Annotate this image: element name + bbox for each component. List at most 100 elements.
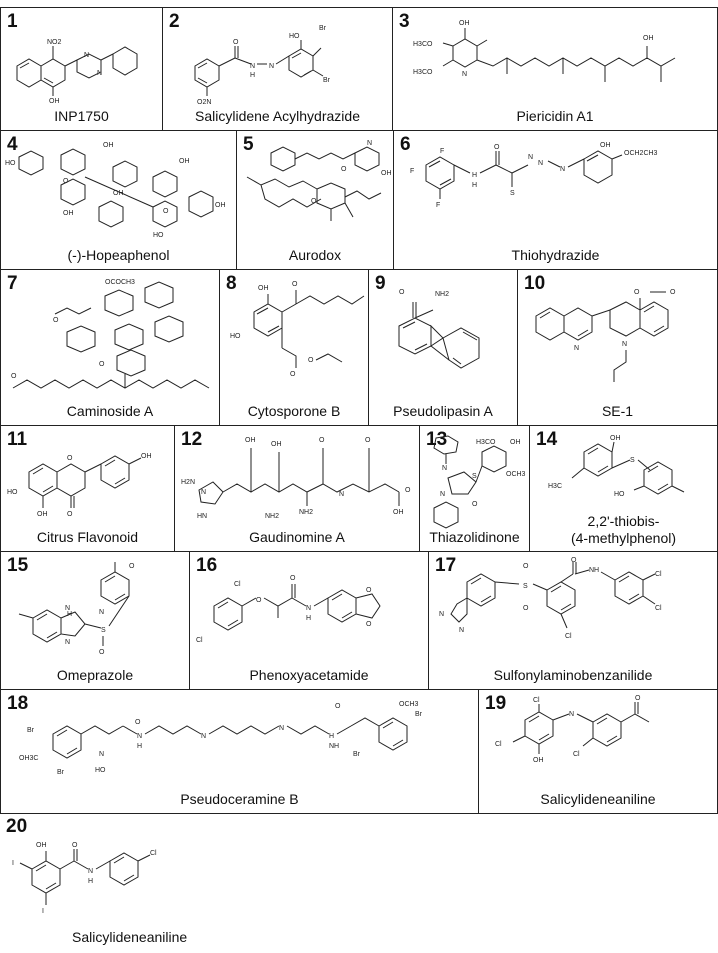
atom-label: N — [306, 605, 311, 612]
atom-label: N — [269, 63, 274, 70]
atom-label: N — [97, 70, 102, 77]
atom-label: Cl — [150, 850, 157, 857]
atom-label: O — [319, 437, 325, 444]
compound-number: 20 — [6, 816, 28, 837]
structure-2: O2N O N H N HO Br Br — [194, 25, 331, 106]
compound-name: Sulfonylaminobenzanilide — [493, 667, 653, 683]
atom-label: N — [201, 733, 206, 740]
atom-label: O — [634, 289, 640, 296]
atom-label: O — [233, 39, 239, 46]
atom-label: N — [201, 489, 206, 496]
atom-label: NH2 — [299, 509, 313, 516]
compound-name-line: 2,2'-thiobis- — [587, 513, 660, 529]
compound-panel-7: 7 OCOCH3 O O O Caminoside A — [0, 269, 220, 426]
atom-label: HO — [614, 491, 625, 498]
structure-20: OH I O N H Cl I — [12, 842, 157, 915]
atom-label: HO — [7, 489, 18, 496]
atom-label: OH — [459, 20, 470, 27]
compound-name: Pseudolipasin A — [393, 403, 493, 419]
atom-label: O — [99, 361, 105, 368]
structure-7: OCOCH3 O O O — [11, 279, 210, 389]
compound-name: Aurodox — [288, 247, 342, 263]
atom-label: N — [137, 733, 142, 740]
compound-number: 5 — [243, 134, 254, 155]
atom-label: O — [635, 695, 641, 702]
compound-name: Piericidin A1 — [516, 108, 594, 124]
atom-label: H — [329, 733, 334, 740]
structure-11: HO O OH O OH — [7, 453, 152, 518]
structure-17: O S O N N Cl O NH Cl Cl — [439, 557, 662, 640]
compound-name-line: (4-methylphenol) — [570, 530, 677, 546]
atom-label: N — [367, 140, 372, 147]
atom-label: NH2 — [435, 291, 449, 298]
atom-label: OH — [393, 509, 404, 516]
atom-label: N — [442, 465, 447, 472]
compound-number: 10 — [524, 273, 546, 294]
compound-panel-10: 10 O O N N SE-1 — [517, 269, 718, 426]
atom-label: O — [494, 144, 500, 151]
compound-number: 13 — [426, 429, 448, 450]
compound-name: (-)-Hopeaphenol — [67, 247, 170, 263]
atom-label: O — [335, 703, 341, 710]
compound-panel-14: 14 OH H3C S HO 2,2'-thiobis-(4-methylphe… — [529, 425, 718, 552]
atom-label: Cl — [573, 751, 580, 758]
structure-5: N O OH O — [246, 140, 392, 221]
atom-label: OH — [533, 757, 544, 764]
atom-label: OH — [610, 435, 621, 442]
atom-label: H3C — [548, 483, 562, 490]
compound-number: 18 — [7, 693, 29, 714]
atom-label: Br — [353, 751, 361, 758]
compound-name: Thiohydrazide — [511, 247, 600, 263]
atom-label: N — [462, 71, 467, 78]
compound-name: Gaudinomine A — [249, 529, 345, 545]
atom-label: H — [137, 743, 142, 750]
compound-number: 14 — [536, 429, 558, 450]
compound-panel-16: 16 Cl Cl O O N H O O Phenoxyacetamide — [189, 551, 429, 690]
atom-label: I — [42, 908, 44, 915]
atom-label: OH — [271, 441, 282, 448]
atom-label: S — [510, 190, 515, 197]
atom-label: N — [528, 154, 533, 161]
compound-number: 9 — [375, 273, 386, 294]
compound-number: 19 — [485, 693, 507, 714]
atom-label: O — [99, 649, 105, 656]
atom-label: OCH2CH3 — [624, 150, 658, 157]
compound-name: Salicylideneaniline — [72, 929, 188, 945]
compound-panel-11: 11 HO O OH O OH Citrus Flavonoid — [0, 425, 175, 552]
compound-name: 2,2'-thiobis-(4-methylphenol) — [530, 513, 717, 547]
atom-label: OH — [643, 35, 654, 42]
structure-10: O O N N — [535, 289, 676, 382]
atom-label: Cl — [234, 581, 241, 588]
atom-label: OH — [37, 511, 48, 518]
compound-panel-8: 8 OH HO O O O Cytosporone B — [219, 269, 369, 426]
atom-label: N — [250, 63, 255, 70]
atom-label: N — [99, 609, 104, 616]
atom-label: O — [67, 511, 73, 518]
atom-label: F — [436, 202, 440, 209]
atom-label: O — [472, 501, 478, 508]
atom-label: HO — [95, 767, 106, 774]
compound-name: Caminoside A — [66, 403, 154, 419]
atom-label: OH — [49, 98, 60, 105]
atom-label: O — [571, 557, 577, 564]
compound-panel-18: 18 O Br N HO OH3C Br N H N N H NH O Br O… — [0, 689, 479, 814]
compound-panel-20: 20 OH I O N H Cl I Salicylideneaniline — [0, 813, 300, 953]
atom-label: N — [99, 751, 104, 758]
atom-label: O — [523, 563, 529, 570]
atom-label: O2N — [197, 99, 211, 106]
atom-label: O — [11, 373, 17, 380]
atom-label: NO2 — [47, 39, 62, 46]
atom-label: OH — [179, 158, 190, 165]
structure-13: H3CO OH OCH3 N S N O — [433, 435, 526, 529]
atom-label: N — [560, 166, 565, 173]
atom-label: O — [163, 208, 169, 215]
atom-label: H — [306, 615, 311, 622]
atom-label: OH3C — [19, 755, 38, 762]
compound-panel-2: 2 O2N O N H N HO Br Br Salicylidene Acyl… — [162, 7, 393, 131]
atom-label: N — [538, 160, 543, 167]
atom-label: N — [65, 605, 70, 612]
atom-label: OCH3 — [506, 471, 526, 478]
atom-label: O — [341, 166, 347, 173]
compound-panel-1: 1 NO2 N N OH INP1750 — [0, 7, 163, 131]
compound-panel-15: 15 O N H N N S O Omeprazole — [0, 551, 190, 690]
